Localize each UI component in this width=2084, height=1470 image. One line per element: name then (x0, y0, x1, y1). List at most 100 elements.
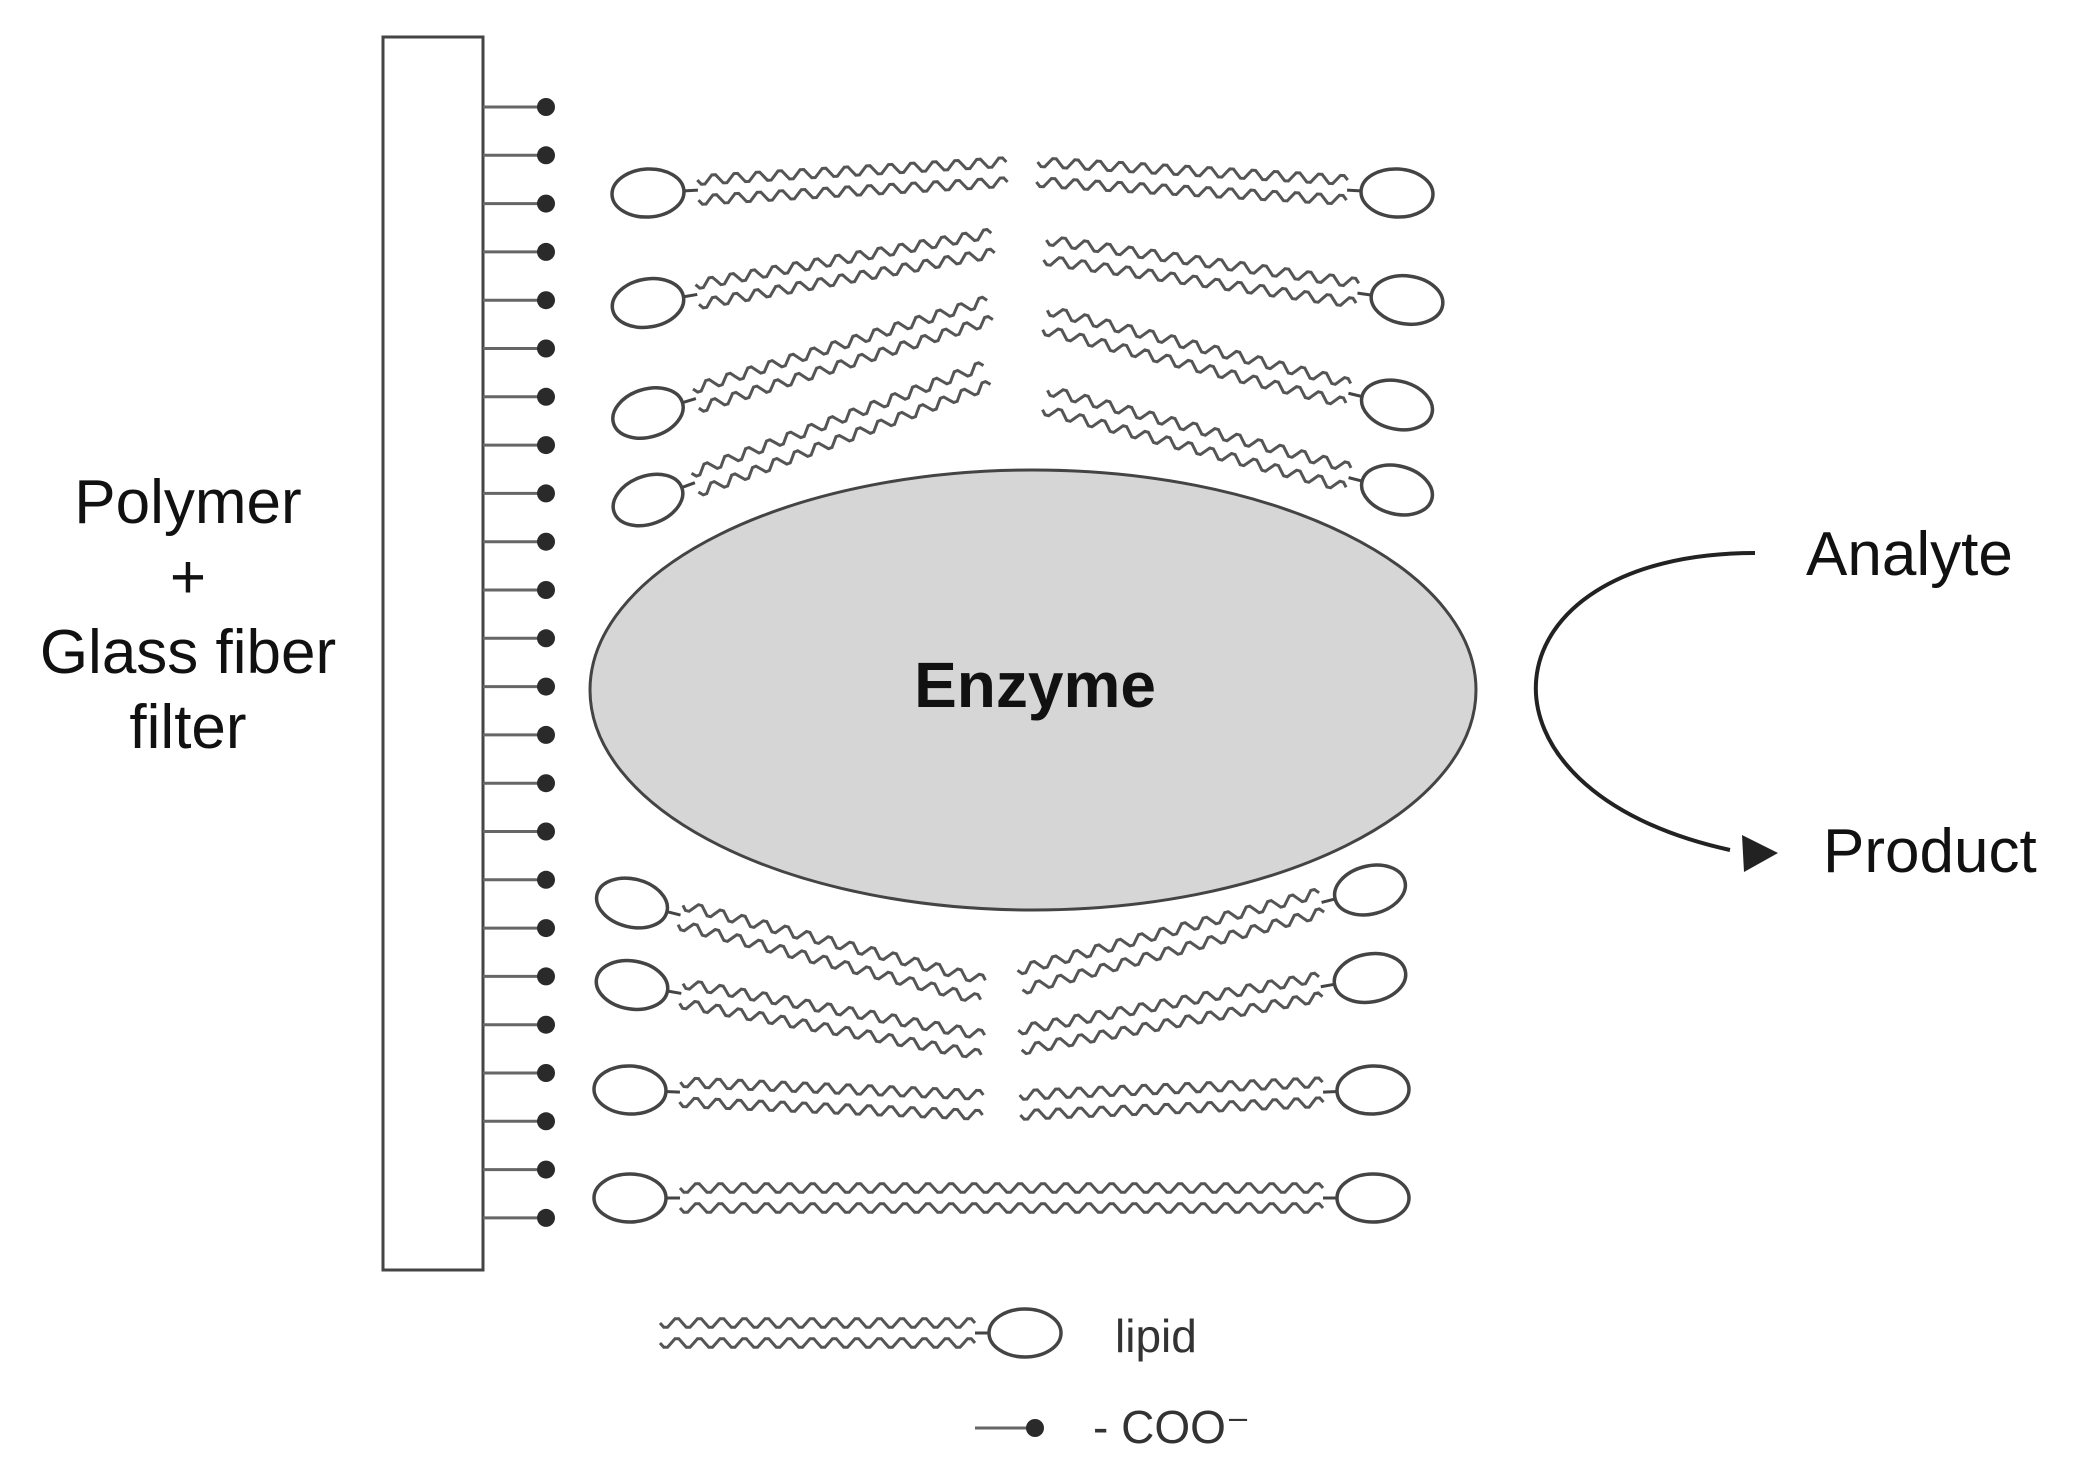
lipid (1041, 307, 1435, 432)
lipid-tail (697, 379, 992, 497)
lipid-tail (1018, 1076, 1324, 1101)
lipid-tail (694, 227, 993, 290)
lipid (611, 295, 994, 440)
ligand-dot (537, 870, 555, 889)
lipid (610, 156, 1009, 219)
ligand-dot (537, 1112, 555, 1131)
lipid (1001, 1172, 1411, 1224)
lipid-tail (1035, 176, 1348, 206)
lipid-tail (1046, 388, 1353, 471)
filter-label-plus: + (170, 543, 206, 612)
legend-lipid-symbol (658, 1307, 1063, 1359)
lipid-head (594, 876, 670, 930)
ligand-dot (537, 725, 555, 744)
enzyme-label: Enzyme (914, 649, 1156, 721)
legend-carboxyl-label: - COO⁻ (1093, 1401, 1250, 1453)
lipid-tail (698, 247, 996, 310)
enzyme-ellipse (588, 468, 1478, 912)
lipid-tail (1019, 1096, 1325, 1121)
ligand-dot (537, 822, 555, 841)
lipid (1018, 1064, 1411, 1121)
lipid-tail (1045, 307, 1353, 386)
lipid (592, 1064, 985, 1121)
ligand-dot (537, 242, 555, 261)
lipid-tail (679, 1076, 985, 1101)
lipid-tail (1001, 1202, 1325, 1214)
lipid-tail (1021, 907, 1325, 995)
filter-label-line1: Polymer (74, 468, 301, 537)
lipid-tail (1016, 887, 1320, 976)
lipid (1017, 951, 1408, 1056)
lipid-head (987, 1307, 1063, 1359)
lipid-tail (1001, 1182, 1325, 1194)
carboxyl-ligand-group (483, 98, 555, 1227)
lipid (1035, 157, 1435, 219)
lipid-tail (658, 1317, 977, 1329)
lipid-tail (658, 1337, 977, 1349)
lipid-head (1369, 273, 1445, 327)
lipid (1041, 388, 1435, 517)
ligand-dot (537, 436, 555, 455)
ligand-dot (537, 919, 555, 938)
lipid (658, 1307, 1063, 1359)
lipid-tail (681, 903, 987, 983)
ligand-dot (537, 677, 555, 696)
ligand-dot (537, 146, 555, 165)
filter-slab (381, 35, 485, 1272)
lipid-head (1359, 378, 1435, 432)
filter-label-line3: Glass fiber (40, 618, 336, 687)
ligand-dot (537, 581, 555, 599)
ligand-dot (537, 1015, 555, 1034)
lipid-head (592, 1064, 668, 1116)
lipid-tail (676, 922, 982, 1002)
ligand-dot (537, 194, 555, 213)
lipid-head (594, 958, 670, 1012)
lipid-head (610, 276, 686, 330)
lipid-head (1332, 951, 1408, 1005)
lipid-tail (678, 999, 983, 1059)
lipid-tail (1045, 236, 1361, 288)
lipid-tail (1020, 991, 1324, 1056)
lipid-tail (697, 314, 994, 413)
lipid-tail (678, 1096, 984, 1121)
lipid (592, 1172, 1005, 1224)
lipid (594, 958, 986, 1059)
product-label: Product (1823, 817, 2037, 886)
ligand-dot (537, 532, 555, 551)
lipid-head (1359, 463, 1435, 517)
lipid-head (610, 167, 686, 219)
lipid (610, 227, 996, 330)
lipid-head (611, 472, 685, 528)
ligand-dot (537, 484, 555, 503)
lipid-tail (1041, 327, 1348, 406)
lipid (594, 876, 987, 1002)
lipid-head (592, 1172, 668, 1224)
lipid-tail (690, 361, 985, 478)
lipid-tail (678, 1182, 1005, 1194)
ligand-dot (537, 339, 555, 358)
lipid-tail (697, 176, 1009, 206)
lipid-tail (1041, 407, 1348, 490)
lipid-head (1332, 863, 1408, 917)
ligand-dot (537, 291, 555, 310)
lipid-tail (692, 295, 988, 394)
lipid (611, 361, 992, 528)
ligand-dot (537, 98, 555, 116)
lipid-tail (681, 980, 986, 1039)
analyte-label: Analyte (1806, 520, 2013, 589)
ligand-dot (537, 629, 555, 648)
ligand-dot (537, 1160, 555, 1179)
lipid (1016, 863, 1408, 995)
lipid-tail (1042, 256, 1358, 307)
lipid-tail (678, 1202, 1005, 1214)
lipid-tail (1036, 157, 1349, 186)
lipid-head (611, 386, 685, 440)
legend-ligand-dot (1026, 1419, 1044, 1437)
ligand-dot (537, 1208, 555, 1227)
lipid (1042, 236, 1445, 327)
ligand-dot (537, 774, 555, 793)
arrow-head (1742, 835, 1778, 872)
lipid-tail (696, 156, 1008, 186)
filter-label-line4: filter (129, 693, 246, 762)
